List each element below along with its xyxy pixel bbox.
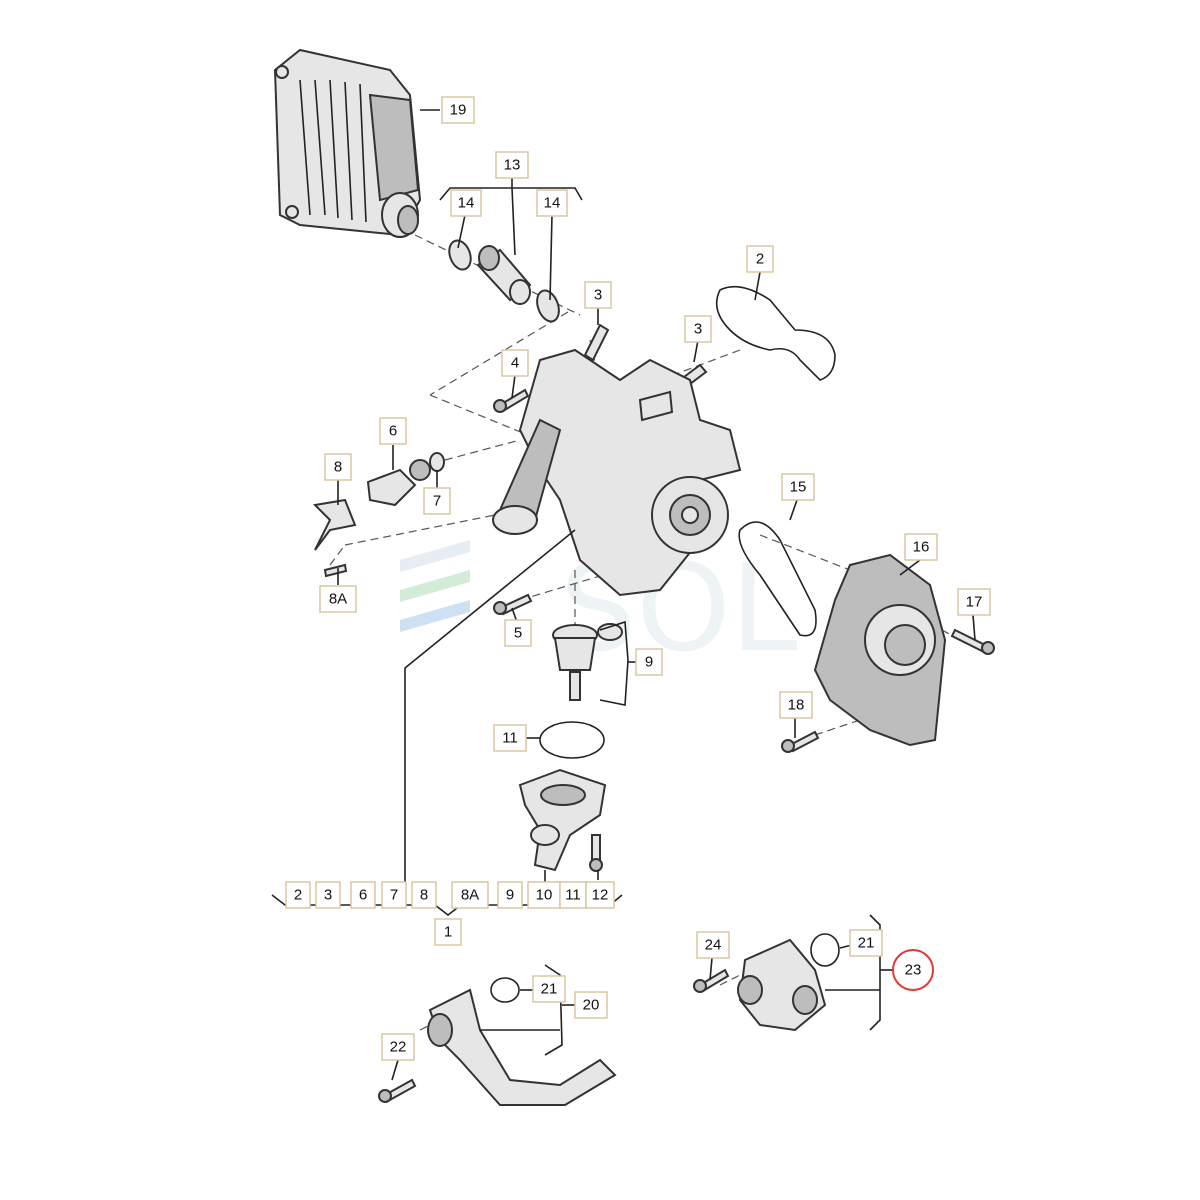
pipe-part <box>427 977 617 1106</box>
svg-text:18: 18 <box>788 697 805 714</box>
bolts-part <box>323 388 995 1103</box>
callout-9: 9 <box>635 648 663 676</box>
svg-text:14: 14 <box>458 195 475 212</box>
callout-3b: 3 <box>684 315 712 343</box>
callout-4: 4 <box>501 349 529 377</box>
water-pump-part <box>492 348 742 597</box>
svg-text:21: 21 <box>858 935 875 952</box>
assembly-item-2: 2 <box>285 881 311 909</box>
connector-part <box>448 239 560 323</box>
callout-15: 15 <box>781 473 815 501</box>
callout-17: 17 <box>957 588 991 616</box>
callout-8: 8 <box>324 453 352 481</box>
callout-14b: 14 <box>536 189 568 217</box>
svg-text:8: 8 <box>334 459 342 476</box>
thermostat-housing-part <box>518 768 607 872</box>
callout-1: 1 <box>434 918 462 946</box>
callout-23: 23 <box>892 949 934 991</box>
callout-14a: 14 <box>450 189 482 217</box>
svg-text:5: 5 <box>514 625 522 642</box>
assembly-row: 2 3 6 7 8 8A 9 10 11 12 <box>285 881 615 909</box>
svg-text:8A: 8A <box>329 591 347 608</box>
gasket-part <box>715 285 836 381</box>
svg-text:23: 23 <box>905 962 922 979</box>
thermostat-part <box>552 623 623 701</box>
oil-cooler-part <box>273 48 422 238</box>
callout-16: 16 <box>904 533 938 561</box>
svg-text:19: 19 <box>450 102 467 119</box>
highlight-circle <box>892 949 934 991</box>
svg-text:11: 11 <box>565 887 581 904</box>
o-ring-part <box>539 721 605 759</box>
callout-18: 18 <box>779 691 813 719</box>
callout-2: 2 <box>746 245 774 273</box>
assembly-item-3: 3 <box>315 881 341 909</box>
svg-text:11: 11 <box>502 730 518 747</box>
sensor-part <box>366 452 445 507</box>
belt-part <box>738 521 817 637</box>
svg-text:9: 9 <box>506 887 514 904</box>
assembly-item-11: 11 <box>559 881 587 909</box>
leader-lines <box>271 109 976 1081</box>
svg-text:4: 4 <box>511 355 519 372</box>
svg-text:17: 17 <box>966 594 983 611</box>
callout-13: 13 <box>495 151 529 179</box>
svg-text:6: 6 <box>389 423 397 440</box>
callout-8a: 8A <box>319 585 357 613</box>
svg-text:10: 10 <box>536 887 553 904</box>
callout-7: 7 <box>423 487 451 515</box>
callout-3a: 3 <box>584 281 612 309</box>
svg-text:7: 7 <box>433 493 441 510</box>
callout-6: 6 <box>379 417 407 445</box>
assembly-item-8: 8 <box>411 881 437 909</box>
assembly-item-7: 7 <box>381 881 407 909</box>
svg-text:9: 9 <box>645 654 653 671</box>
callout-19: 19 <box>441 96 475 124</box>
svg-text:22: 22 <box>390 1039 407 1056</box>
assembly-item-10: 10 <box>527 881 561 909</box>
callout-21b: 21 <box>849 929 883 957</box>
callout-21a: 21 <box>532 975 566 1003</box>
svg-text:14: 14 <box>544 195 561 212</box>
svg-text:12: 12 <box>592 887 609 904</box>
clip-part <box>312 498 357 551</box>
assembly-item-6: 6 <box>350 881 376 909</box>
svg-text:2: 2 <box>294 887 302 904</box>
svg-text:13: 13 <box>504 157 521 174</box>
cover-part <box>813 553 947 747</box>
svg-text:7: 7 <box>390 887 398 904</box>
svg-text:24: 24 <box>705 937 722 954</box>
svg-text:21: 21 <box>541 981 558 998</box>
assembly-item-12: 12 <box>585 881 615 909</box>
svg-text:15: 15 <box>790 479 807 496</box>
assembly-item-9: 9 <box>497 881 523 909</box>
callout-24: 24 <box>696 931 730 959</box>
svg-text:3: 3 <box>324 887 332 904</box>
svg-text:2: 2 <box>756 251 764 268</box>
svg-text:8A: 8A <box>461 887 479 904</box>
callout-labels: 19 13 14 14 2 3 3 4 6 8 7 15 16 8A 17 5 … <box>285 96 991 1061</box>
callout-11: 11 <box>493 724 527 752</box>
svg-text:3: 3 <box>594 287 602 304</box>
svg-text:1: 1 <box>444 924 452 941</box>
svg-text:3: 3 <box>694 321 702 338</box>
svg-text:6: 6 <box>359 887 367 904</box>
callout-22: 22 <box>381 1033 415 1061</box>
assembly-item-8a: 8A <box>451 881 489 909</box>
svg-text:8: 8 <box>420 887 428 904</box>
svg-text:20: 20 <box>583 997 600 1014</box>
svg-text:16: 16 <box>913 539 930 556</box>
flange-part <box>737 933 840 1032</box>
callout-5: 5 <box>504 619 532 647</box>
callout-20: 20 <box>574 991 608 1019</box>
